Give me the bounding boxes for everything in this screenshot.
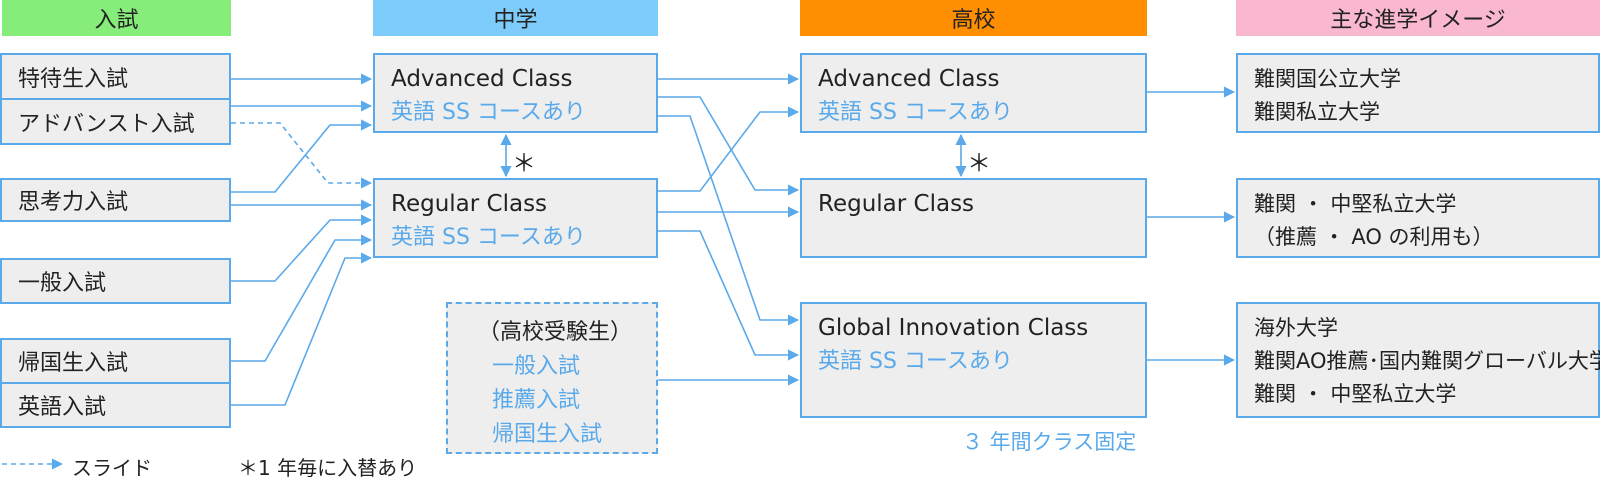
class-title: Regular Class [818, 191, 975, 217]
arrow-returnee-to-jh-regular [231, 234, 373, 362]
class-title: Advanced Class [818, 66, 1000, 92]
arrow-jh-regular-to-hs-global [658, 230, 800, 361]
class-title: Regular Class [391, 191, 548, 217]
admission-label: 一般入試 [18, 271, 107, 296]
hs-entrance-item: 一般入試 [492, 354, 581, 379]
admission-box-english: 英語入試 [0, 382, 231, 428]
fixed-class-note: ３ 年間クラス固定 [962, 430, 1137, 454]
hs-entrance-heading: （高校受験生） [478, 320, 633, 345]
admission-label: 思考力入試 [18, 190, 129, 215]
admission-label: 特待生入試 [18, 66, 129, 92]
jh-swap-marker: ＊ [512, 149, 536, 177]
jh-regular-class: Regular Class 英語 SS コースあり [373, 178, 658, 258]
arrow-slide-advanced-to-jh-regular [231, 122, 373, 189]
hs-global-innovation-class: Global Innovation Class 英語 SS コースあり [800, 302, 1147, 418]
hs-advanced-class: Advanced Class 英語 SS コースあり [800, 53, 1147, 133]
arrow-thinking-to-jh-advanced [231, 119, 373, 193]
destination-line: 難関AO推薦･国内難関グローバル大学 [1254, 349, 1600, 373]
destination-line: 難関 ・ 中堅私立大学 [1254, 192, 1457, 216]
hs-swap-marker: ＊ [967, 149, 991, 177]
admission-box-scholarship: 特待生入試 [0, 53, 231, 100]
arrow-english-to-jh-regular [231, 252, 373, 406]
legend-swap-note: ＊1 年毎に入替あり [238, 456, 418, 480]
destination-middle: 難関 ・ 中堅私立大学 （推薦 ・ AO の利用も） [1236, 178, 1600, 258]
arrow-jh-regular-to-hs-advanced [658, 106, 800, 192]
destination-line: 難関国公立大学 [1254, 67, 1401, 91]
class-subtitle: 英語 SS コースあり [391, 100, 586, 125]
destination-top: 難関国公立大学 難関私立大学 [1236, 53, 1600, 133]
destination-line: 海外大学 [1254, 316, 1338, 340]
high-school-entrance-box: （高校受験生） 一般入試 推薦入試 帰国生入試 [446, 302, 658, 454]
destination-bottom: 海外大学 難関AO推薦･国内難関グローバル大学 難関 ・ 中堅私立大学 [1236, 302, 1600, 418]
arrow-jh-advanced-to-hs-global [658, 115, 800, 326]
class-subtitle: 英語 SS コースあり [391, 225, 586, 250]
header-career: 主な進学イメージ [1236, 0, 1600, 36]
admission-box-returnee: 帰国生入試 [0, 338, 231, 384]
class-title: Global Innovation Class [818, 315, 1089, 341]
admission-label: 帰国生入試 [18, 351, 129, 376]
class-title: Advanced Class [391, 66, 573, 92]
destination-line: 難関 ・ 中堅私立大学 [1254, 382, 1457, 406]
admission-box-advanced: アドバンスト入試 [0, 98, 231, 145]
admission-label: アドバンスト入試 [18, 111, 195, 137]
destination-line: 難関私立大学 [1254, 100, 1380, 124]
admission-box-general: 一般入試 [0, 258, 231, 304]
arrow-general-to-jh-regular [231, 214, 373, 282]
hs-regular-class: Regular Class [800, 178, 1147, 258]
arrow-jh-advanced-to-hs-regular [658, 96, 800, 196]
class-subtitle: 英語 SS コースあり [818, 100, 1013, 125]
admission-box-thinking: 思考力入試 [0, 178, 231, 222]
class-subtitle: 英語 SS コースあり [818, 349, 1013, 374]
admission-label: 英語入試 [18, 395, 107, 420]
destination-line: （推薦 ・ AO の利用も） [1254, 225, 1494, 249]
legend-slide-label: スライド [72, 456, 152, 480]
hs-entrance-item: 推薦入試 [492, 388, 581, 413]
header-high-school: 高校 [800, 0, 1147, 36]
hs-entrance-item: 帰国生入試 [492, 422, 603, 447]
header-admission: 入試 [2, 0, 231, 36]
header-junior-high: 中学 [373, 0, 658, 36]
jh-advanced-class: Advanced Class 英語 SS コースあり [373, 53, 658, 133]
